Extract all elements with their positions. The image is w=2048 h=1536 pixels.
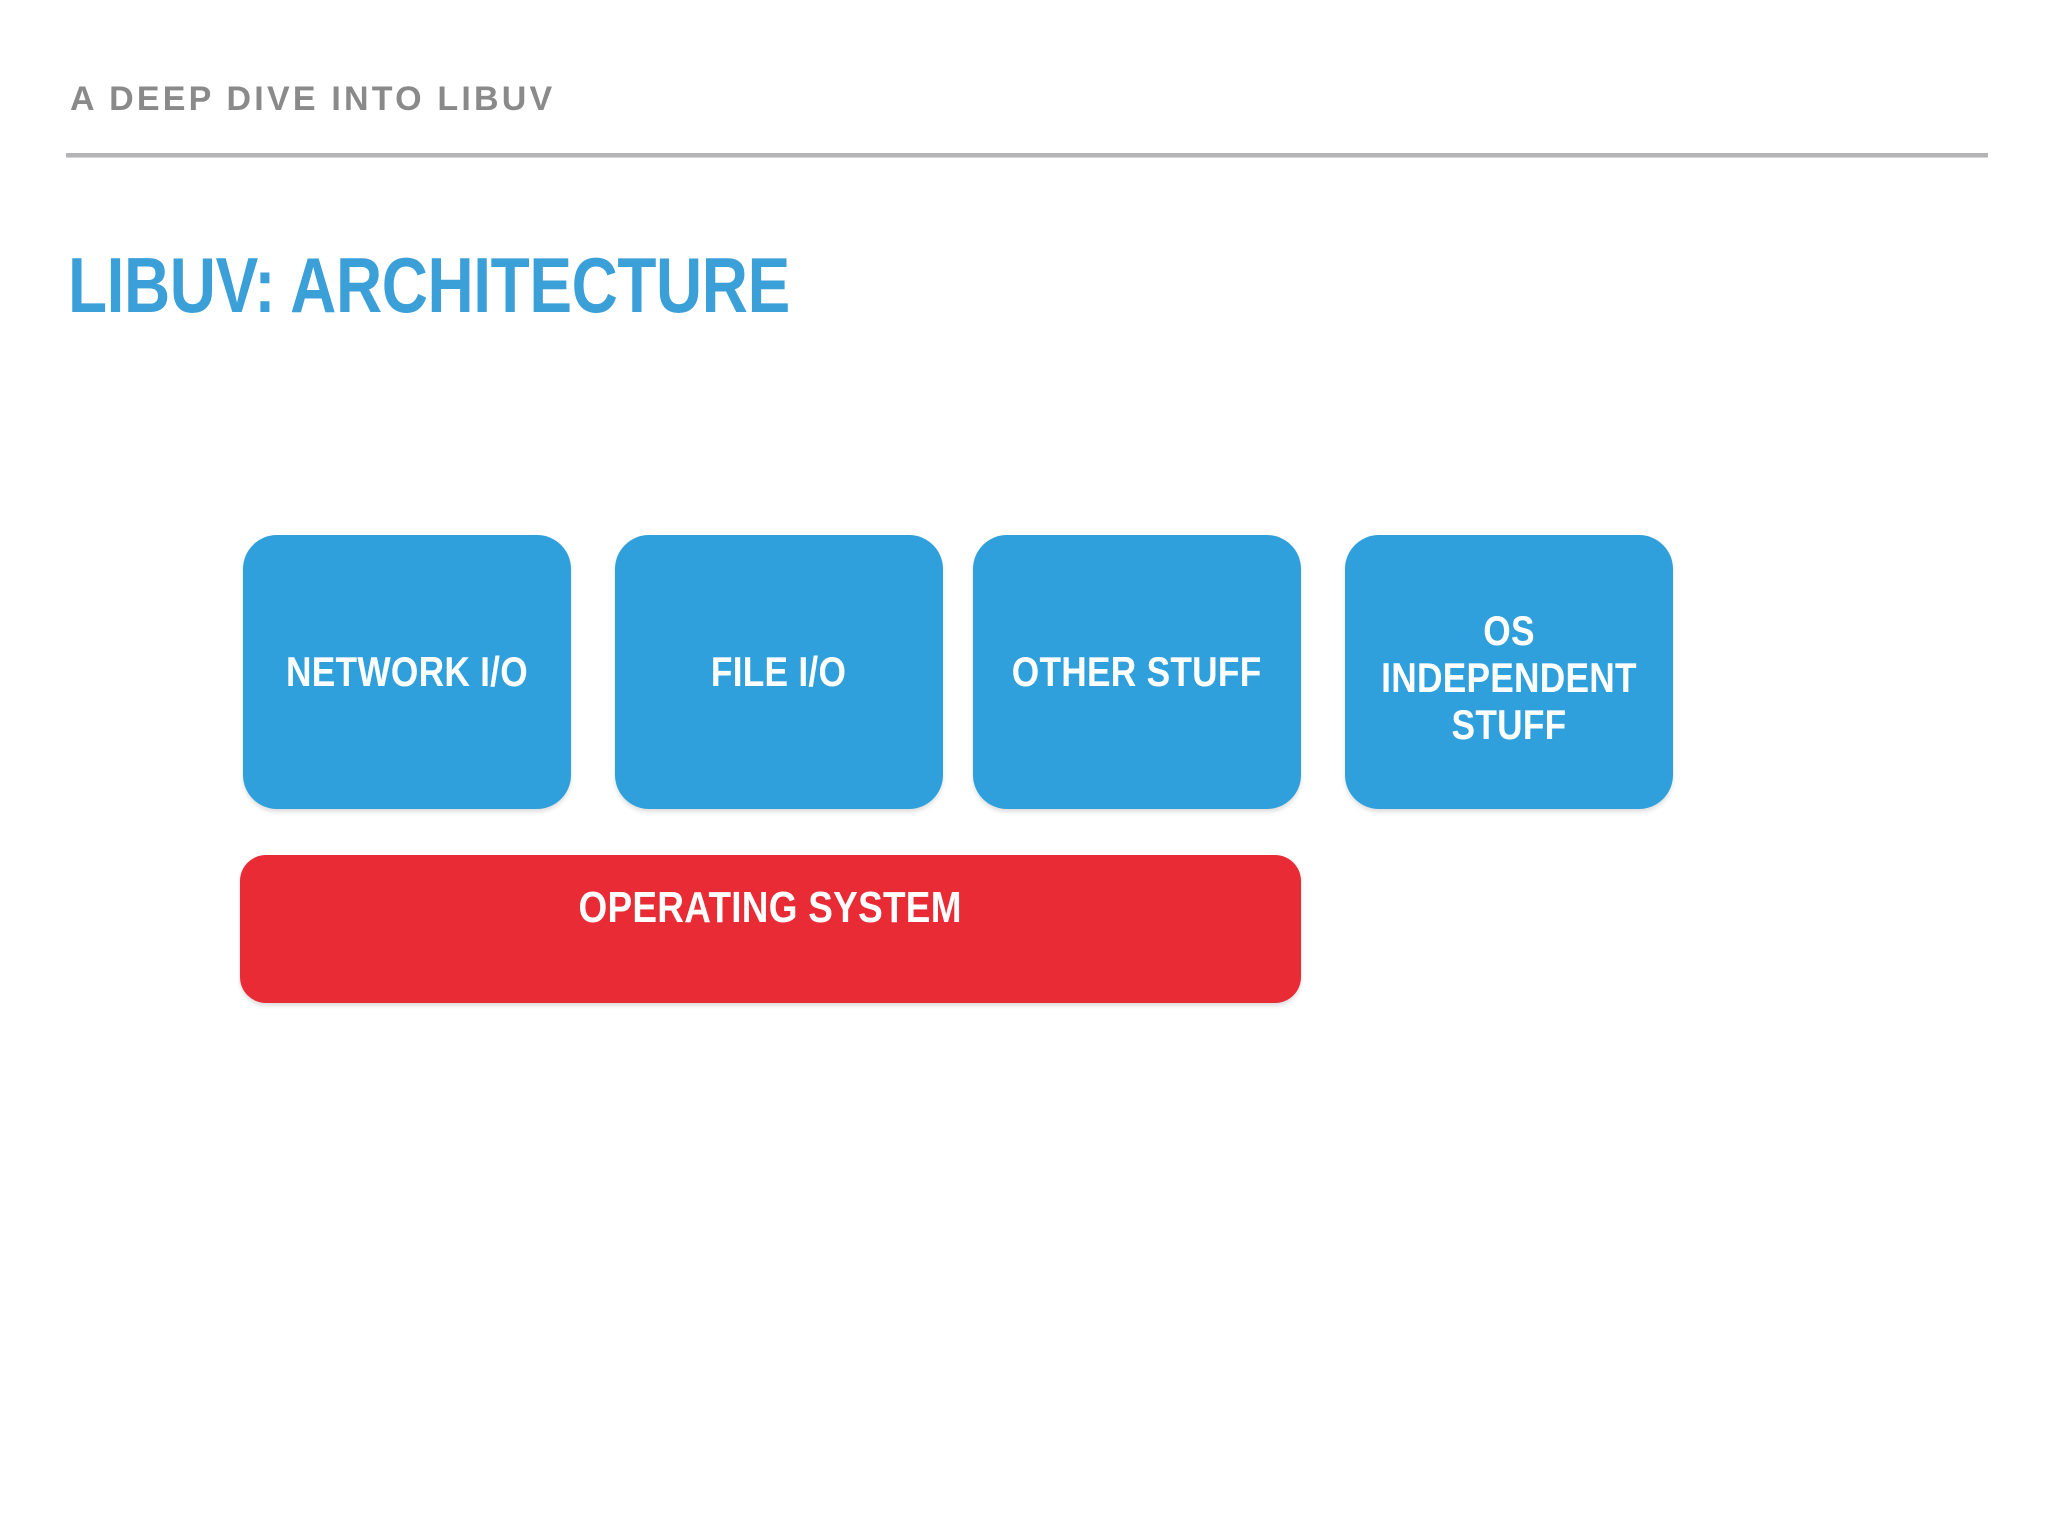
diagram-box-network-io: NETWORK I/O [243, 535, 571, 809]
diagram-box-file-io-label: FILE I/O [711, 647, 847, 695]
slide-header-label: A DEEP DIVE INTO LIBUV [70, 80, 556, 118]
diagram-box-operating-system-label: OPERATING SYSTEM [578, 883, 963, 932]
diagram-box-other-stuff-label: OTHER STUFF [1012, 647, 1262, 695]
diagram-box-network-io-label: NETWORK I/O [286, 647, 528, 695]
page-title: LIBUV: ARCHITECTURE [68, 241, 790, 329]
diagram-box-operating-system: OPERATING SYSTEM [240, 855, 1301, 1003]
header-divider [66, 153, 1988, 158]
diagram-box-os-independent-stuff: OS INDEPENDENT STUFF [1345, 535, 1673, 809]
diagram-box-file-io: FILE I/O [615, 535, 943, 809]
diagram-box-other-stuff: OTHER STUFF [973, 535, 1301, 809]
diagram-box-os-independent-stuff-label: OS INDEPENDENT STUFF [1381, 607, 1637, 749]
